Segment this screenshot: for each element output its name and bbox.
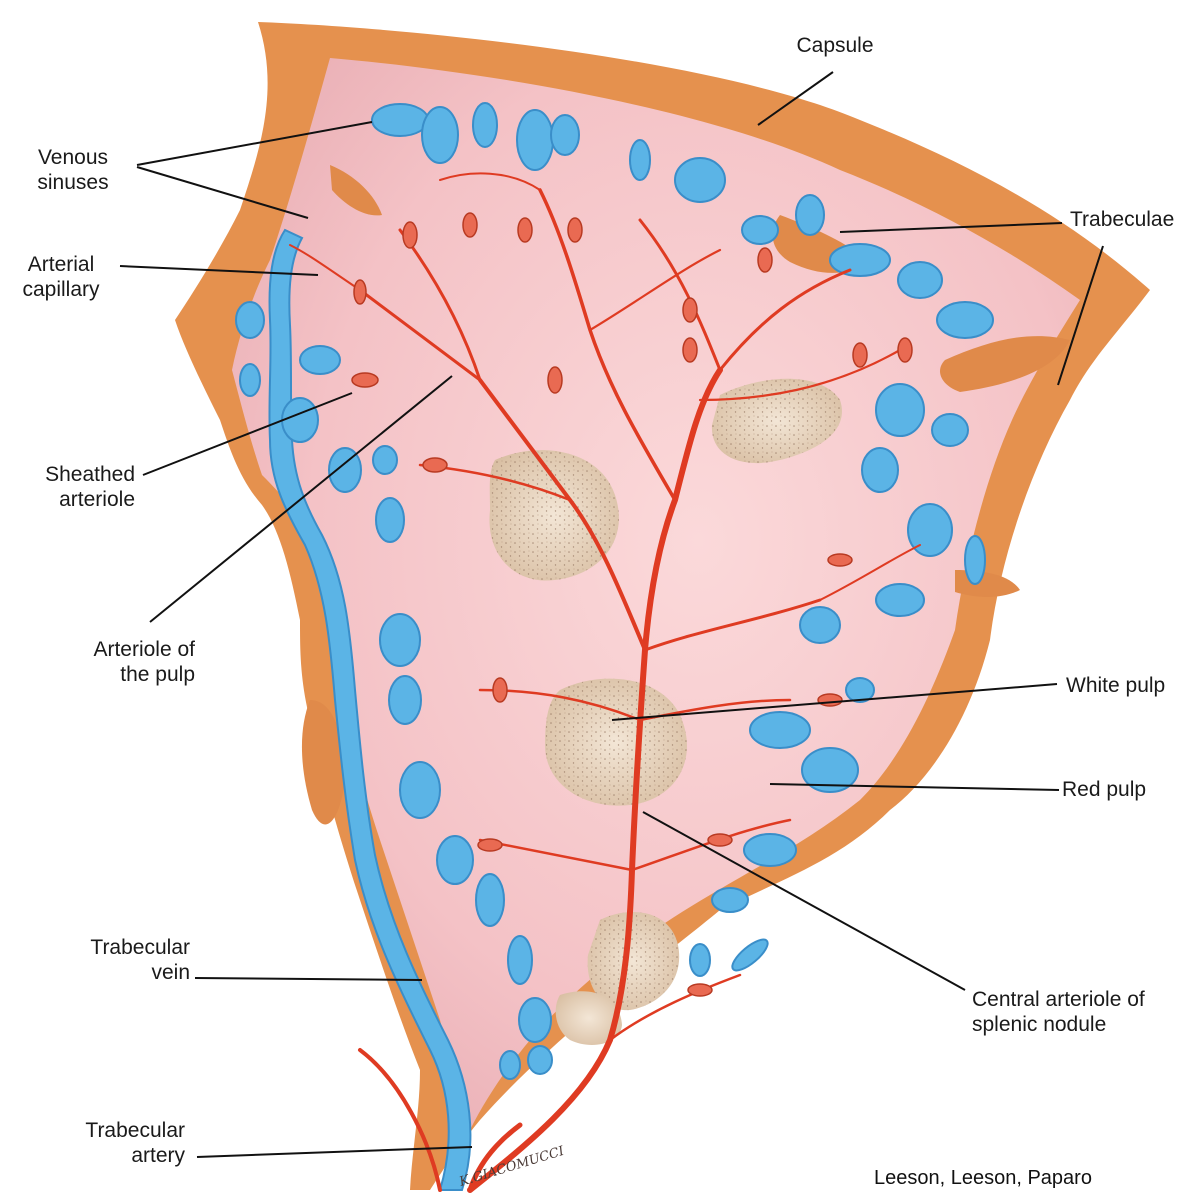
label-trabecular-artery-line2: artery [35, 1143, 185, 1168]
label-sheathed-arteriole-line1: Sheathed [10, 462, 135, 487]
label-red-pulp: Red pulp [1062, 777, 1146, 802]
label-trabecular-artery-line1: Trabecular [35, 1118, 185, 1143]
label-sheathed-arteriole-line2: arteriole [10, 487, 135, 512]
label-arteriole-of-pulp: Arteriole of the pulp [40, 637, 195, 687]
label-trabecular-vein: Trabecular vein [40, 935, 190, 985]
label-sheathed-arteriole: Sheathed arteriole [10, 462, 135, 512]
label-venous-sinuses-line1: Venous [18, 145, 128, 170]
label-trabecular-artery: Trabecular artery [35, 1118, 185, 1168]
label-trabeculae: Trabeculae [1070, 207, 1174, 232]
label-arterial-capillary-line1: Arterial [5, 252, 117, 277]
label-central-arteriole-line1: Central arteriole of [972, 987, 1145, 1012]
label-venous-sinuses: Venous sinuses [18, 145, 128, 195]
label-arterial-capillary: Arterial capillary [5, 252, 117, 302]
label-venous-sinuses-line2: sinuses [18, 170, 128, 195]
label-white-pulp: White pulp [1066, 673, 1165, 698]
label-arteriole-of-pulp-line1: Arteriole of [40, 637, 195, 662]
label-arterial-capillary-line2: capillary [5, 277, 117, 302]
label-central-arteriole: Central arteriole of splenic nodule [972, 987, 1145, 1037]
label-trabecular-vein-line2: vein [40, 960, 190, 985]
label-arteriole-of-pulp-line2: the pulp [40, 662, 195, 687]
credit-text: Leeson, Leeson, Paparo [874, 1167, 1092, 1190]
label-central-arteriole-line2: splenic nodule [972, 1012, 1145, 1037]
label-trabecular-vein-line1: Trabecular [40, 935, 190, 960]
label-capsule: Capsule [760, 33, 910, 58]
